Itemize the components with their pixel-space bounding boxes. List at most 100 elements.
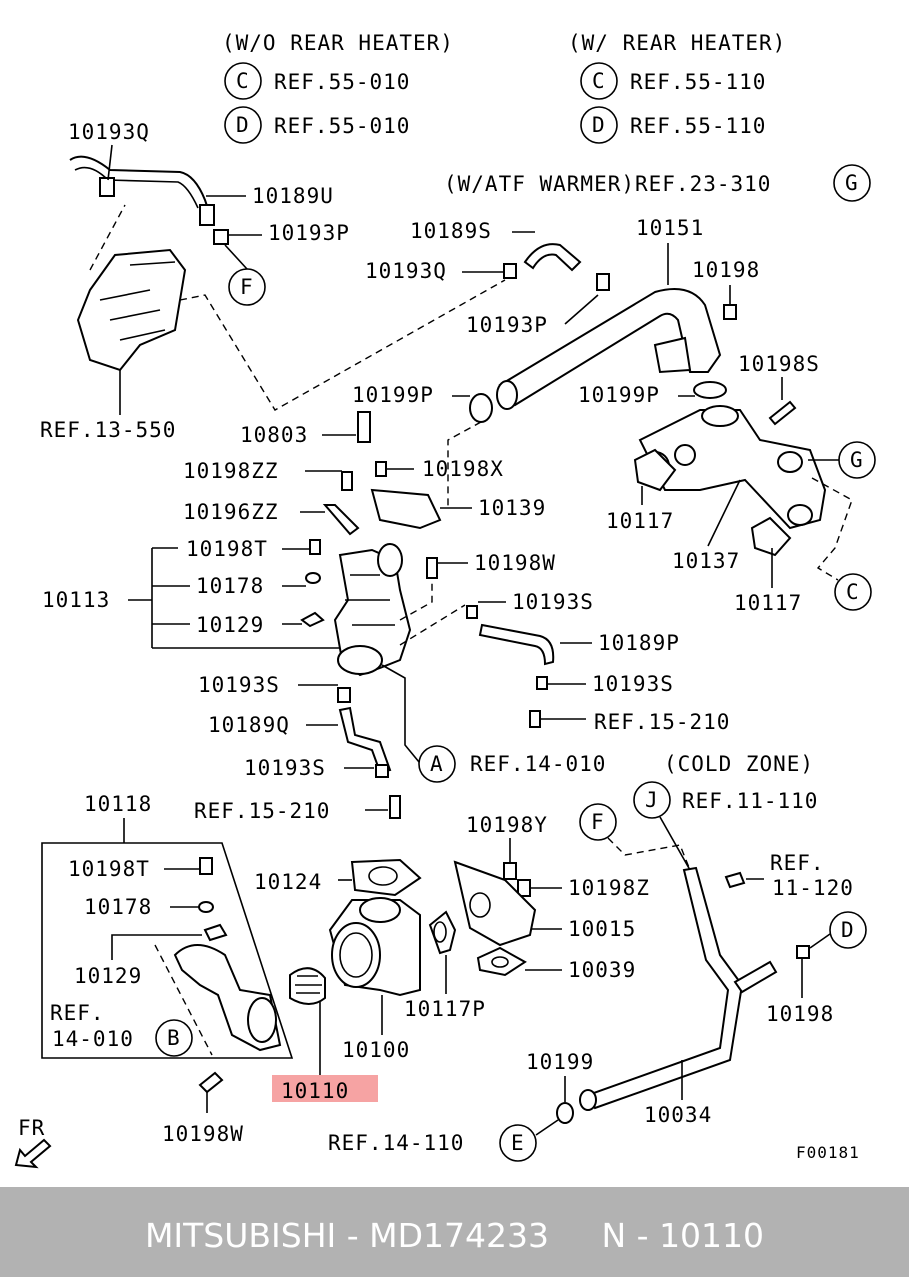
ref-14-010-b-line2: 14-010: [52, 1027, 134, 1051]
diagram-ref-number: 10110: [659, 1216, 765, 1255]
front-arrow-icon: [14, 1138, 52, 1169]
hose-clamp-10193s: [536, 676, 548, 690]
pipe-end: [496, 380, 518, 410]
label-10118: 10118: [84, 792, 152, 816]
wo-rear-heater-header: (W/O REAR HEATER): [222, 31, 454, 55]
label-10199: 10199: [526, 1050, 594, 1074]
bolt-10198y: [503, 862, 517, 880]
gasket-10117p: [428, 910, 457, 955]
label-10193s-b: 10193S: [592, 672, 674, 696]
part-number: MD174233: [369, 1216, 550, 1255]
ref-circle-d: [224, 106, 262, 144]
exploded-parts-diagram: (W/O REAR HEATER) (W/ REAR HEATER) C REF…: [14, 31, 876, 1169]
ref-circle-f: [579, 803, 617, 841]
bolt-10198w: [198, 1071, 224, 1094]
bolt-10198s: [768, 400, 797, 426]
label-10198-b: 10198: [766, 1002, 834, 1026]
label-10113: 10113: [42, 588, 110, 612]
gasket-10117-b: [750, 516, 792, 557]
hose-clamp-10193s: [375, 764, 389, 778]
bolt-10198: [723, 304, 737, 320]
label-10151: 10151: [636, 216, 704, 240]
atf-warmer-ref: (W/ATF WARMER)REF.23-310: [444, 172, 771, 196]
figure-code: F00181: [796, 1143, 860, 1162]
separator: -: [336, 1216, 370, 1255]
label-10198w-a: 10198W: [474, 551, 556, 575]
ref-c-w-rear-heater: REF.55-110: [630, 70, 766, 94]
washer-10178: [305, 572, 321, 584]
label-10198y: 10198Y: [466, 813, 548, 837]
ref-circle-g: [833, 164, 871, 202]
label-10198t-a: 10198T: [186, 537, 268, 561]
bolt-10198t: [199, 857, 213, 875]
label-10199p-b: 10199P: [578, 383, 660, 407]
ref-circle-g-letter: G: [845, 171, 859, 195]
hose-end: [199, 204, 215, 226]
highlighted-part-marker: [272, 1075, 378, 1102]
label-10100: 10100: [342, 1038, 410, 1062]
hose-10189p: [478, 623, 555, 666]
cold-zone-header: (COLD ZONE): [664, 752, 814, 776]
bracket-10139: [370, 488, 442, 530]
ref-circle-c-letter: C: [236, 69, 250, 93]
ref-circle-c-letter: C: [846, 580, 860, 604]
label-10193s-a: 10193S: [512, 590, 594, 614]
ref-circle-a: [418, 745, 456, 783]
gasket-10129: [203, 923, 228, 942]
ref-15-210-a: REF.15-210: [594, 710, 730, 734]
ref-11-120-line1: REF.: [770, 851, 825, 875]
label-10198s: 10198S: [738, 352, 820, 376]
label-10178-a: 10178: [196, 574, 264, 598]
label-10034: 10034: [644, 1103, 712, 1127]
ref-14-010-b-line1: REF.: [50, 1001, 105, 1025]
label-10199p-a: 10199P: [352, 383, 434, 407]
label-10117p: 10117P: [404, 997, 486, 1021]
ref-circle-g-letter: G: [850, 448, 864, 472]
gasket-10039: [476, 946, 527, 977]
ref-circle-c: [224, 62, 262, 100]
washer-10178: [198, 901, 214, 913]
part-info-bar: MITSUBISHI - MD174233 N - 10110: [0, 1187, 909, 1277]
hose-clamp-10193s: [466, 605, 478, 619]
label-10198w-b: 10198W: [162, 1122, 244, 1146]
hose-10189q: [338, 706, 392, 774]
bolt-ref-15-210: [529, 710, 541, 728]
ref-circle-b-letter: B: [167, 1026, 181, 1050]
label-10124: 10124: [254, 870, 322, 894]
ref-11-110: REF.11-110: [682, 789, 818, 813]
hose-clamp-10193q: [99, 177, 115, 197]
water-pipe-10151: [498, 288, 722, 407]
ref-circle-b: [155, 1019, 193, 1057]
ref-14-010-a: REF.14-010: [470, 752, 606, 776]
hose-10189s: [523, 243, 582, 272]
label-10129-a: 10129: [196, 613, 264, 637]
label-10117-a: 10117: [606, 509, 674, 533]
ref-circle-c-letter: C: [592, 69, 606, 93]
label-10189s: 10189S: [410, 219, 492, 243]
label-10039: 10039: [568, 958, 636, 982]
ref-prefix: N: [601, 1216, 627, 1255]
label-10189p: 10189P: [598, 631, 680, 655]
label-10110-highlighted: 10110: [281, 1079, 349, 1103]
bolt-10198: [796, 945, 810, 959]
ref-circle-e-letter: E: [511, 1131, 525, 1155]
heater-hose-10189u: [69, 155, 211, 216]
label-10193p: 10193P: [268, 221, 350, 245]
thermostat-10110: [289, 967, 326, 1005]
gasket-10124: [350, 858, 422, 897]
ref-circle-d-letter: D: [592, 113, 606, 137]
pipe-bracket: [653, 336, 692, 374]
ref-d-wo-rear-heater: REF.55-010: [274, 114, 410, 138]
ref-circle-j: [633, 781, 671, 819]
hose-clamp-10193p: [213, 229, 229, 245]
label-10198-a: 10198: [692, 258, 760, 282]
bolt-ref-11-120: [724, 871, 746, 889]
spacer: [549, 1216, 601, 1255]
ref-circle-d-letter: D: [841, 918, 855, 942]
front-direction-label: FR: [18, 1116, 45, 1140]
ref-circle-d: [580, 106, 618, 144]
bolt-10198t: [309, 539, 321, 555]
ref-13-550: REF.13-550: [40, 418, 176, 442]
bracket-10015: [453, 860, 537, 947]
